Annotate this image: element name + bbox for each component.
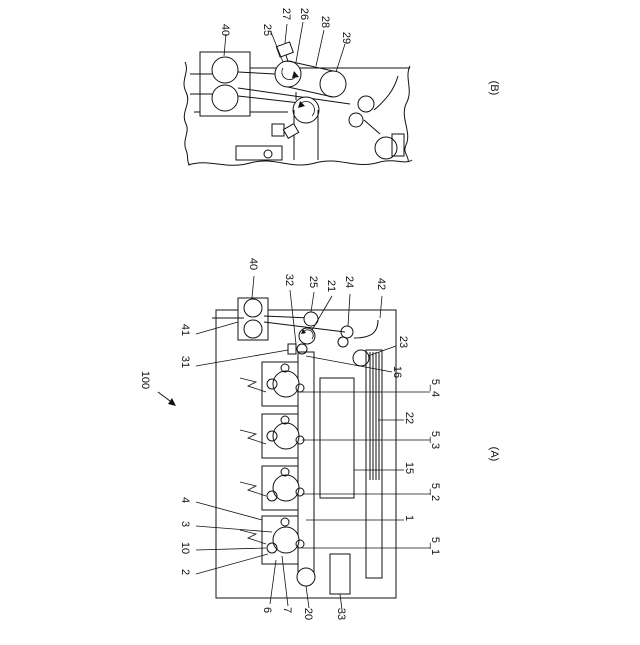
label-a-32: 32 bbox=[283, 274, 295, 286]
label-a-23: 23 bbox=[397, 336, 409, 348]
roller-23-a bbox=[353, 350, 369, 366]
caption-a: (A) bbox=[488, 447, 500, 462]
station-5-2 bbox=[240, 466, 304, 510]
label-b-25: 25 bbox=[261, 24, 273, 36]
roller-29-b bbox=[320, 71, 346, 97]
label-a-22: 22 bbox=[403, 412, 415, 424]
roller-pair-b-1 bbox=[349, 113, 363, 127]
fix-path-a bbox=[264, 316, 310, 318]
label-a-5-3: 5_3 bbox=[429, 431, 441, 449]
label-a-16: 16 bbox=[391, 366, 403, 378]
leader-a-3 bbox=[196, 526, 272, 532]
sheet-guide-42-a bbox=[354, 320, 378, 338]
figure-a: 40 41 31 32 25 21 24 42 23 16 5_4 22 5_3… bbox=[139, 258, 500, 620]
fixing-unit-a bbox=[238, 298, 268, 340]
roller-20-a bbox=[297, 568, 315, 586]
label-a-33: 33 bbox=[335, 608, 347, 620]
label-b-26: 26 bbox=[298, 8, 310, 20]
label-a-100: 100 bbox=[139, 371, 151, 389]
roller-24-a-pair bbox=[338, 337, 348, 347]
label-a-10: 10 bbox=[179, 542, 191, 554]
leader-a-4 bbox=[196, 502, 262, 520]
leader-a-42 bbox=[380, 296, 382, 318]
leader-a-6 bbox=[270, 560, 276, 604]
leader-a-25 bbox=[311, 292, 314, 312]
label-a-15: 15 bbox=[403, 462, 415, 474]
block-31-a bbox=[288, 344, 296, 354]
apparatus-arrowhead bbox=[168, 398, 176, 406]
bottom-block-b bbox=[236, 146, 282, 160]
figure-b: 40 25 27 26 28 29 (B) bbox=[184, 8, 500, 165]
label-a-1: 1 bbox=[403, 515, 415, 521]
label-b-40: 40 bbox=[219, 24, 231, 36]
bottom-roller-b bbox=[264, 150, 272, 158]
leader-a-40 bbox=[252, 276, 254, 298]
label-a-41: 41 bbox=[179, 324, 191, 336]
figure-b-torn-edge-top bbox=[184, 62, 190, 165]
leader-a-10 bbox=[196, 548, 266, 550]
station-5-3 bbox=[240, 414, 304, 458]
label-a-4: 4 bbox=[179, 497, 191, 503]
figure-b-torn-edge-bottom bbox=[188, 160, 412, 165]
label-a-24: 24 bbox=[343, 276, 355, 288]
sheet-path-b6 bbox=[364, 120, 380, 134]
block-b-1 bbox=[272, 124, 284, 136]
label-a-21: 21 bbox=[325, 280, 337, 292]
leader-a-20 bbox=[306, 586, 309, 608]
fixing-unit-b bbox=[200, 52, 250, 116]
sheet-guide-b bbox=[374, 76, 398, 110]
leader-b-28 bbox=[316, 30, 324, 66]
leader-a-31 bbox=[196, 350, 288, 366]
label-a-25: 25 bbox=[307, 276, 319, 288]
leader-b-27 bbox=[285, 24, 287, 43]
caption-b: (B) bbox=[488, 81, 500, 96]
blade-27-b bbox=[276, 42, 293, 57]
label-a-5-2: 5_2 bbox=[429, 483, 441, 501]
label-a-40: 40 bbox=[247, 258, 259, 270]
label-a-31: 31 bbox=[179, 356, 191, 368]
dev-roller-5-1 bbox=[281, 518, 289, 526]
label-a-42: 42 bbox=[375, 278, 387, 290]
leader-b-26 bbox=[296, 22, 303, 62]
figure-b-torn-edge-right bbox=[404, 66, 410, 162]
leader-a-41 bbox=[196, 322, 238, 334]
label-a-6: 6 bbox=[261, 607, 273, 613]
roller-25-b bbox=[275, 61, 301, 87]
station-5-4 bbox=[240, 362, 304, 406]
transfer-belt-a bbox=[298, 352, 314, 572]
station-5-1 bbox=[240, 516, 304, 564]
leader-a-2 bbox=[196, 554, 268, 574]
tray-33-a bbox=[330, 554, 350, 594]
label-b-29: 29 bbox=[340, 32, 352, 44]
label-a-3: 3 bbox=[179, 521, 191, 527]
label-a-20: 20 bbox=[302, 608, 314, 620]
label-b-28: 28 bbox=[319, 16, 331, 28]
block-b-2 bbox=[283, 124, 298, 139]
cassette-22-a bbox=[366, 350, 382, 578]
roller-21-a bbox=[299, 328, 315, 344]
tray-15-a bbox=[320, 378, 354, 498]
roller-16-b bbox=[293, 97, 319, 123]
label-a-2: 2 bbox=[179, 569, 191, 575]
label-a-5-4: 5_4 bbox=[429, 379, 441, 397]
housing-a bbox=[216, 310, 396, 598]
label-a-5-1: 5_1 bbox=[429, 537, 441, 555]
label-b-27: 27 bbox=[280, 8, 292, 20]
label-a-7: 7 bbox=[281, 607, 293, 613]
roller-pair-b-2 bbox=[358, 96, 374, 112]
